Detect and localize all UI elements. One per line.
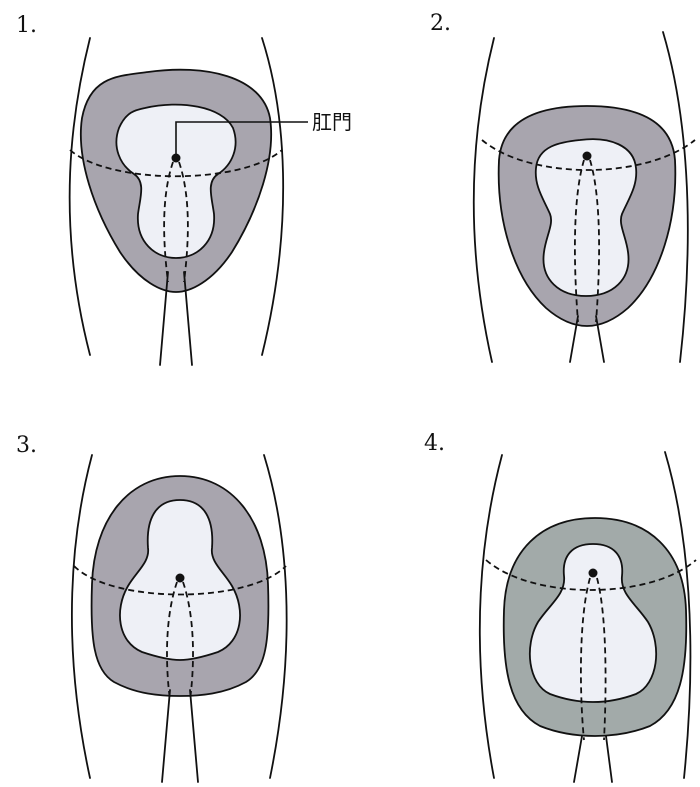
panel-4-right-leg-line xyxy=(606,736,612,782)
panel-4-left-leg-line xyxy=(574,736,582,782)
panel-1-right-thigh-outline xyxy=(262,38,283,355)
panel-3: 3. xyxy=(16,433,287,782)
panel-1-number: 1. xyxy=(16,13,37,38)
panel-4-number: 4. xyxy=(424,431,445,456)
panel-3-anus-dot xyxy=(176,574,185,583)
panel-3-left-leg-line xyxy=(162,690,170,782)
panel-2-anus-dot xyxy=(583,152,592,161)
panel-2-number: 2. xyxy=(430,11,451,36)
panel-1-anus-label: 肛門 xyxy=(312,110,352,134)
panel-1-anus-dot xyxy=(172,154,181,163)
panel-2-inner-zone xyxy=(536,139,637,296)
panel-4: 4. xyxy=(424,431,696,782)
panel-2-left-thigh-outline xyxy=(474,38,494,362)
panel-4-left-thigh-outline xyxy=(480,455,502,778)
panel-3-number: 3. xyxy=(16,433,37,458)
panel-3-left-thigh-outline xyxy=(72,455,92,778)
panel-1-left-thigh-outline xyxy=(70,38,90,355)
panel-2: 2. xyxy=(430,11,695,362)
panel-1: 1. 肛門 xyxy=(16,13,352,365)
panel-3-right-leg-line xyxy=(190,690,198,782)
panel-4-anus-dot xyxy=(589,569,598,578)
